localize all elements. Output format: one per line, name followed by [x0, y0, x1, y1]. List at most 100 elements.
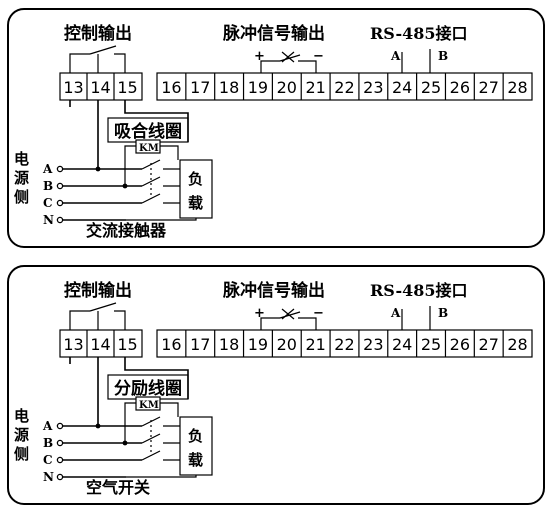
relay-contact — [69, 302, 126, 330]
coil-label-box — [107, 374, 189, 400]
panel-frame — [7, 265, 545, 505]
coil-label-box — [107, 117, 189, 143]
phase-lines — [56, 165, 142, 224]
coil-right-lead — [160, 402, 179, 417]
control-output-label: 控制输出 — [64, 280, 132, 301]
rs485-label: RS-485接口 — [370, 24, 467, 43]
terminal-14: 14 — [90, 78, 110, 97]
load-box — [179, 159, 213, 219]
main-contacts — [141, 416, 180, 461]
terminal-24: 24 — [392, 335, 412, 354]
rs485-a-label: A — [390, 306, 401, 320]
coil-label: 吸合线圈 — [114, 121, 182, 142]
load-char-2: 载 — [188, 194, 203, 212]
terminal-18: 18 — [219, 335, 239, 354]
pulse-output-label: 脉冲信号输出 — [222, 23, 325, 44]
coil-right-lead — [160, 145, 179, 160]
terminal-block-left — [59, 72, 143, 101]
terminal-23: 23 — [363, 78, 383, 97]
pulse-plus-label: + — [254, 49, 265, 64]
main-contacts — [141, 159, 180, 204]
load-char-1: 负 — [188, 170, 203, 188]
relay-contact — [69, 45, 126, 73]
phase-label-c: C — [43, 453, 53, 467]
km-label: KM — [139, 143, 159, 154]
panel-frame — [7, 8, 545, 248]
power-side-char-1: 电 — [14, 407, 29, 425]
terminal-23: 23 — [363, 335, 383, 354]
pulse-minus-label: − — [313, 49, 324, 64]
neutral-to-load — [126, 475, 197, 478]
terminal-18: 18 — [219, 78, 239, 97]
phase-label-c: C — [43, 196, 53, 210]
neutral-to-load — [126, 218, 197, 221]
pulse-switch — [260, 308, 317, 330]
rs485-b-label: B — [438, 306, 448, 320]
terminal-block-left — [59, 329, 143, 358]
phase-label-n: N — [43, 213, 54, 227]
phase-label-b: B — [43, 436, 53, 450]
power-side-char-2: 源 — [14, 169, 29, 187]
phase-label-a: A — [42, 162, 53, 176]
load-char-2: 载 — [188, 451, 203, 469]
terminal-21: 21 — [305, 78, 325, 97]
phase-label-b: B — [43, 179, 53, 193]
terminal-14: 14 — [90, 335, 110, 354]
terminal-19: 19 — [248, 335, 268, 354]
rs485-b-label: B — [438, 49, 448, 63]
terminal-22: 22 — [334, 78, 354, 97]
device-label: 交流接触器 — [86, 221, 167, 240]
coil-label: 分励线圈 — [114, 378, 182, 399]
terminal-25: 25 — [421, 78, 441, 97]
terminal-28: 28 — [507, 335, 527, 354]
device-label: 空气开关 — [86, 478, 150, 497]
power-side-char-3: 侧 — [14, 188, 29, 206]
phase-lines — [56, 422, 142, 481]
terminal-17: 17 — [190, 78, 210, 97]
control-output-label: 控制输出 — [64, 23, 132, 44]
coil-left-lead — [124, 145, 136, 186]
terminal-block-right — [156, 329, 533, 358]
terminal-27: 27 — [479, 335, 499, 354]
phase-label-a: A — [42, 419, 53, 433]
terminal-15: 15 — [117, 78, 137, 97]
km-label: KM — [139, 400, 159, 411]
terminal-16: 16 — [161, 335, 181, 354]
terminal-20: 20 — [277, 78, 297, 97]
terminal-22: 22 — [334, 335, 354, 354]
pulse-output-label: 脉冲信号输出 — [222, 280, 325, 301]
terminal-17: 17 — [190, 335, 210, 354]
rs485-label: RS-485接口 — [370, 281, 467, 300]
terminal-15: 15 — [117, 335, 137, 354]
terminal-21: 21 — [305, 335, 325, 354]
power-side-char-3: 侧 — [14, 445, 29, 463]
terminal-26: 26 — [450, 335, 470, 354]
wire-15-coil — [124, 357, 189, 399]
power-side-char-1: 电 — [14, 150, 29, 168]
pulse-plus-label: + — [254, 306, 265, 321]
pulse-switch — [260, 51, 317, 73]
terminal-block-right — [156, 72, 533, 101]
rs485-a-label: A — [390, 49, 401, 63]
terminal-dividers — [185, 330, 504, 357]
coil-left-lead — [124, 402, 136, 443]
terminal-26: 26 — [450, 78, 470, 97]
terminal-labels: 13 14 15 16 17 18 19 20 21 22 23 24 25 26 27 28 — [63, 335, 527, 354]
terminal-20: 20 — [277, 335, 297, 354]
terminal-24: 24 — [392, 78, 412, 97]
load-char-1: 负 — [188, 427, 203, 445]
terminal-27: 27 — [479, 78, 499, 97]
terminal-28: 28 — [507, 78, 527, 97]
terminal-19: 19 — [248, 78, 268, 97]
terminal-13: 13 — [63, 335, 83, 354]
power-side-char-2: 源 — [14, 426, 29, 444]
pulse-minus-label: − — [313, 306, 324, 321]
terminal-25: 25 — [421, 335, 441, 354]
phase-label-n: N — [43, 470, 54, 484]
terminal-dividers — [185, 73, 504, 100]
